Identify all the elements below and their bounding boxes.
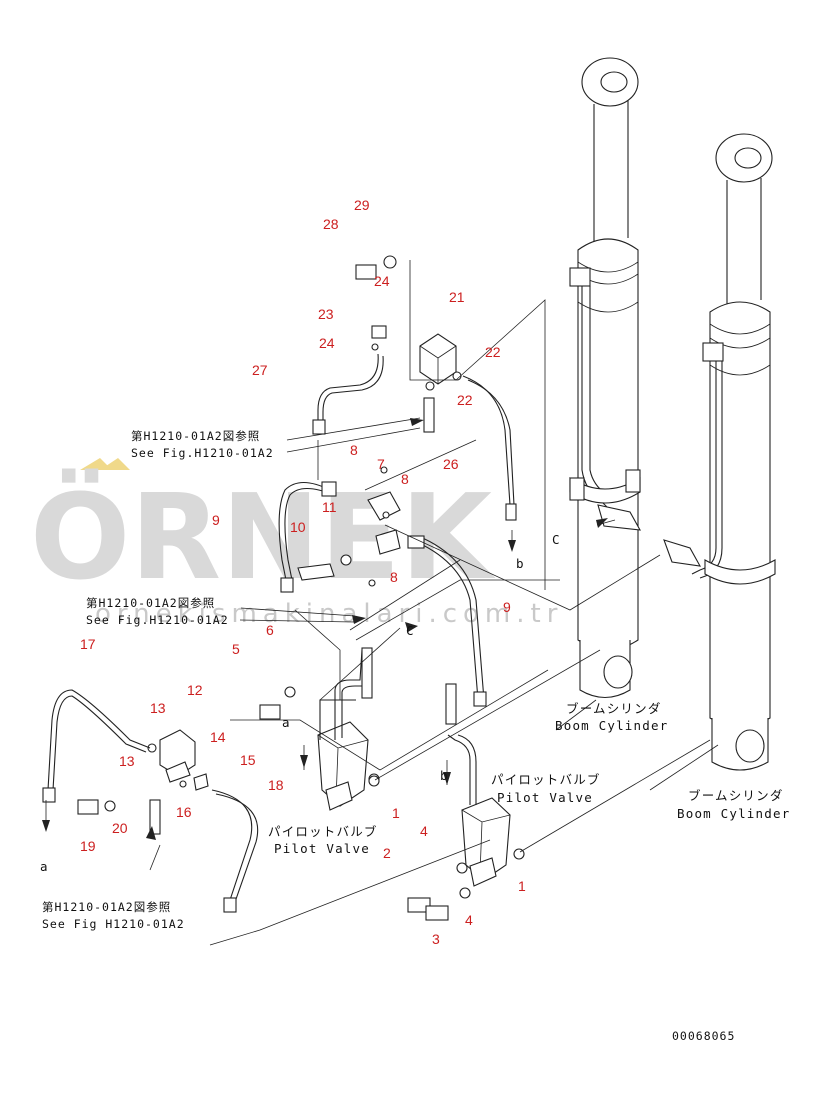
callout-22b: 22 bbox=[457, 392, 473, 408]
callout-8b: 8 bbox=[401, 471, 409, 487]
callout-27: 27 bbox=[252, 362, 268, 378]
callout-8a: 8 bbox=[350, 442, 358, 458]
callout-17: 17 bbox=[80, 636, 96, 652]
see-fig-en-2: See Fig.H1210-01A2 bbox=[86, 613, 229, 627]
pilot-valve-en-2: Pilot Valve bbox=[274, 841, 370, 856]
callout-5: 5 bbox=[232, 641, 240, 657]
leader-lines bbox=[45, 417, 719, 946]
connection-letters: a a b b C C bbox=[40, 532, 561, 874]
callout-14: 14 bbox=[210, 729, 226, 745]
callout-21: 21 bbox=[449, 289, 465, 305]
callout-10: 10 bbox=[290, 519, 306, 535]
callout-28: 28 bbox=[323, 216, 339, 232]
callout-1a: 1 bbox=[392, 805, 400, 821]
callout-3: 3 bbox=[432, 931, 440, 947]
callout-15: 15 bbox=[240, 752, 256, 768]
letter-c-lower: C bbox=[406, 623, 415, 638]
see-fig-jp-3: 第H1210-01A2図参照 bbox=[42, 900, 171, 914]
callout-29: 29 bbox=[354, 197, 370, 213]
see-fig-jp-2: 第H1210-01A2図参照 bbox=[86, 596, 215, 610]
callout-6: 6 bbox=[266, 622, 274, 638]
callout-18: 18 bbox=[268, 777, 284, 793]
pilot-valve-jp-2: パイロットバルブ bbox=[268, 824, 378, 839]
hose-lines-lower bbox=[42, 689, 259, 913]
see-fig-jp-1: 第H1210-01A2図参照 bbox=[131, 429, 260, 443]
callout-9b: 9 bbox=[503, 599, 511, 615]
callout-1b: 1 bbox=[518, 878, 526, 894]
bracket-assembly bbox=[355, 255, 546, 590]
callout-22a: 22 bbox=[485, 344, 501, 360]
pilot-valve-left bbox=[259, 647, 380, 811]
boom-cylinder-right bbox=[663, 133, 776, 771]
letter-b-lower: b bbox=[440, 768, 449, 783]
letter-b-upper: b bbox=[516, 556, 525, 571]
callout-20: 20 bbox=[112, 820, 128, 836]
callout-9a: 9 bbox=[212, 512, 220, 528]
letter-a-upper: a bbox=[282, 715, 291, 730]
left-bracket-assembly bbox=[77, 729, 209, 835]
callout-12: 12 bbox=[187, 682, 203, 698]
callout-26: 26 bbox=[443, 456, 459, 472]
callout-8c: 8 bbox=[390, 569, 398, 585]
callout-13b: 13 bbox=[119, 753, 135, 769]
hose-lines-middle bbox=[278, 481, 487, 707]
part-callouts: 29 28 24 21 23 24 22 27 22 26 8 7 8 11 9… bbox=[80, 197, 526, 947]
callout-7: 7 bbox=[377, 456, 385, 472]
letter-a-lower: a bbox=[40, 859, 49, 874]
document-number: 00068065 bbox=[672, 1029, 735, 1043]
junction-block bbox=[367, 466, 401, 587]
boom-cylinder-en-2: Boom Cylinder bbox=[677, 806, 790, 821]
callout-13a: 13 bbox=[150, 700, 166, 716]
watermark-brand: ÖRNEK bbox=[30, 468, 497, 606]
pilot-valve-en-1: Pilot Valve bbox=[497, 790, 593, 805]
hose-lines-upper bbox=[312, 353, 517, 521]
callout-25: 24 bbox=[374, 273, 390, 289]
boom-cylinder-jp-2: ブームシリンダ bbox=[688, 788, 784, 803]
flow-arrows bbox=[42, 418, 608, 840]
callout-16: 16 bbox=[176, 804, 192, 820]
see-fig-en-1: See Fig.H1210-01A2 bbox=[131, 446, 274, 460]
callout-4a: 4 bbox=[420, 823, 428, 839]
callout-4b: 4 bbox=[465, 912, 473, 928]
see-fig-en-3: See Fig H1210-01A2 bbox=[42, 917, 185, 931]
letter-c-upper: C bbox=[552, 532, 561, 547]
callout-19: 19 bbox=[80, 838, 96, 854]
boom-cylinder-jp-1: ブームシリンダ bbox=[566, 701, 662, 716]
callout-11: 11 bbox=[322, 499, 337, 515]
boom-cylinder-en-1: Boom Cylinder bbox=[555, 718, 668, 733]
captions: 第H1210-01A2図参照 See Fig.H1210-01A2 第H1210… bbox=[42, 429, 790, 1043]
pilot-valve-jp-1: パイロットバルブ bbox=[491, 772, 601, 787]
callout-2: 2 bbox=[383, 845, 391, 861]
callout-23: 23 bbox=[318, 306, 334, 322]
callout-24: 24 bbox=[319, 335, 335, 351]
boom-cylinder-left bbox=[569, 57, 641, 699]
